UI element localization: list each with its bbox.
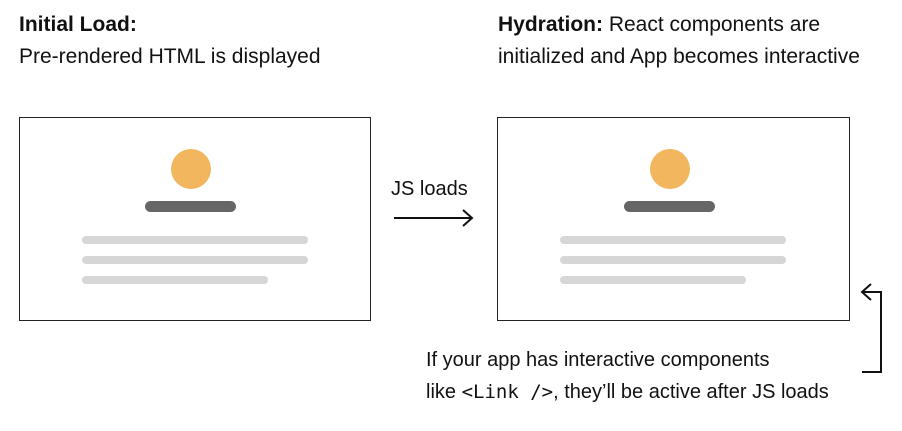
text-placeholder-line: [560, 276, 746, 284]
note-line-1: If your app has interactive components: [426, 349, 770, 371]
hydration-description-end: initialized and App becomes interactive: [498, 45, 860, 68]
avatar-placeholder: [650, 149, 690, 189]
prerendered-page-mockup: [19, 117, 371, 321]
text-placeholder-line: [82, 256, 308, 264]
text-placeholder-line: [82, 236, 308, 244]
right-arrow-icon: [394, 209, 474, 227]
text-placeholder-line: [560, 256, 786, 264]
hydration-description-start: React components are: [603, 13, 821, 36]
name-placeholder-bar: [624, 201, 715, 212]
return-arrow-icon: [860, 283, 882, 373]
initial-load-heading: Initial Load: Pre-rendered HTML is displ…: [19, 9, 321, 73]
initial-load-description: Pre-rendered HTML is displayed: [19, 45, 321, 68]
js-loads-label: JS loads: [391, 178, 468, 200]
avatar-placeholder: [171, 149, 211, 189]
hydrated-page-mockup: [497, 117, 850, 321]
name-placeholder-bar: [145, 201, 236, 212]
hydration-heading: Hydration: React components are initiali…: [498, 9, 860, 73]
note-line-2-suffix: , they’ll be active after JS loads: [553, 381, 829, 403]
link-component-code: <Link />: [461, 381, 554, 403]
hydration-title: Hydration:: [498, 13, 603, 36]
text-placeholder-line: [82, 276, 268, 284]
note-line-2: like <Link />, they’ll be active after J…: [426, 376, 829, 408]
note-line-2-prefix: like: [426, 381, 462, 403]
initial-load-title: Initial Load:: [19, 13, 137, 36]
text-placeholder-line: [560, 236, 786, 244]
interactive-components-note: If your app has interactive components l…: [426, 344, 829, 408]
